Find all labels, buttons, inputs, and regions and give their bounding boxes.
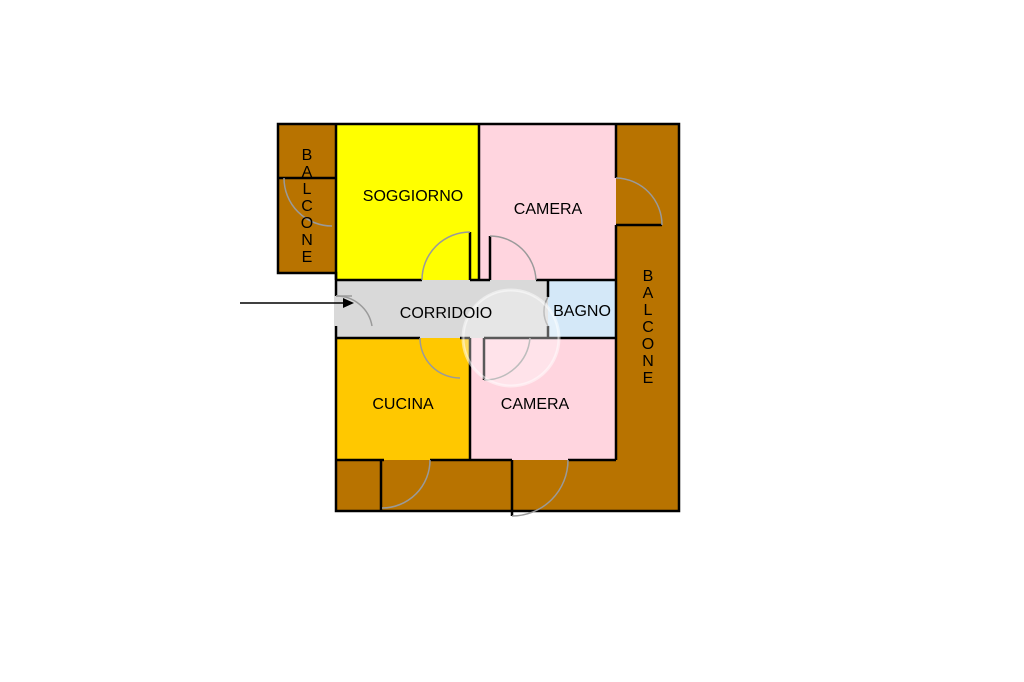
svg-text:O: O xyxy=(301,215,313,232)
walls xyxy=(276,122,681,516)
soggiorno-area xyxy=(336,124,479,280)
svg-text:A: A xyxy=(643,285,654,302)
balcone-right-area xyxy=(336,124,679,511)
label-camera-top: CAMERA xyxy=(514,201,583,218)
svg-text:N: N xyxy=(301,232,313,249)
svg-text:O: O xyxy=(642,336,654,353)
svg-text:B: B xyxy=(643,268,654,285)
cucina-area xyxy=(336,338,470,460)
svg-text:E: E xyxy=(302,249,313,266)
label-balcone-right: B A L C O N E xyxy=(642,268,654,387)
entrance-arrow-icon xyxy=(240,298,354,308)
svg-text:L: L xyxy=(303,181,312,198)
svg-text:E: E xyxy=(643,370,654,387)
label-balcone-left: B A L C O N E xyxy=(301,147,313,266)
label-cucina: CUCINA xyxy=(372,396,434,413)
label-corridoio: CORRIDOIO xyxy=(400,305,492,322)
svg-text:C: C xyxy=(642,319,654,336)
label-camera-bottom: CAMERA xyxy=(501,396,570,413)
svg-text:N: N xyxy=(642,353,654,370)
svg-text:L: L xyxy=(644,302,653,319)
svg-text:C: C xyxy=(301,198,313,215)
camera-bottom-area xyxy=(470,338,616,460)
svg-text:B: B xyxy=(302,147,313,164)
door-arcs xyxy=(283,177,663,517)
watermark-logo xyxy=(461,288,561,388)
label-soggiorno: SOGGIORNO xyxy=(363,188,463,205)
camera-top-area xyxy=(479,124,616,280)
svg-text:A: A xyxy=(302,164,313,181)
label-bagno: BAGNO xyxy=(553,303,611,320)
